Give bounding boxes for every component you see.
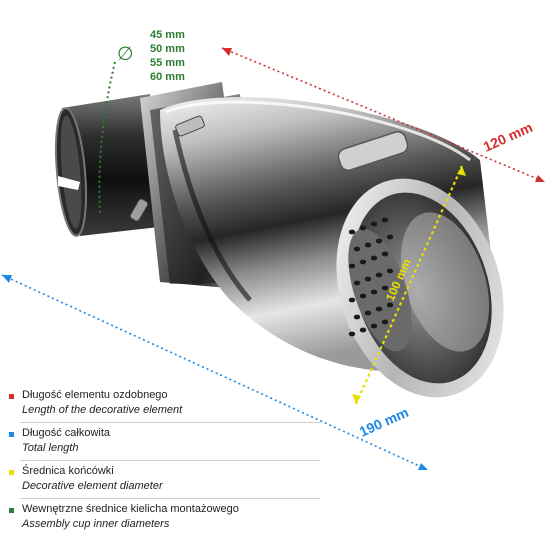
perforation-hole: [381, 251, 389, 257]
legend-divider: [20, 498, 320, 499]
perforation-hole: [353, 280, 361, 286]
red-arrow-start: [222, 48, 232, 56]
legend: Długość elementu ozdobnego Length of the…: [6, 388, 336, 536]
perforation-hole: [370, 221, 378, 227]
tip-mouth: [336, 178, 504, 398]
length-total-label: 190 mm: [357, 404, 411, 440]
legend-divider: [20, 422, 320, 423]
cup-diameter-item: 50 mm: [150, 43, 185, 55]
perforation-hole: [370, 323, 378, 329]
perforation-hole: [364, 276, 372, 282]
perforation-hole: [353, 314, 361, 320]
length-total-line: [1, 274, 429, 471]
legend-label-en: Decorative element diameter: [22, 480, 163, 492]
legend-item-total-length: Długość całkowita Total length: [6, 426, 336, 458]
tip-diameter-line: [354, 165, 464, 405]
perforation-hole: [364, 310, 372, 316]
cup-diameter-line: [98, 61, 116, 216]
legend-square-blue: [9, 432, 14, 437]
perforation-hole: [386, 234, 394, 240]
blue-arrow-start: [2, 275, 12, 283]
length-decorative-label: 120 mm: [481, 119, 535, 155]
legend-label-pl: Długość całkowita: [22, 427, 111, 439]
cup-diameter-item: 60 mm: [150, 71, 185, 83]
perforation-hole: [381, 285, 389, 291]
legend-divider: [20, 460, 320, 461]
legend-label-pl: Długość elementu ozdobnego: [22, 389, 168, 401]
cup-diameter-list: 45 mm 50 mm 55 mm 60 mm: [150, 28, 185, 84]
legend-item-cup-diameters: Wewnętrzne średnice kielicha montażowego…: [6, 502, 336, 534]
cup-diameter-item: 45 mm: [150, 29, 185, 41]
perforation-hole: [359, 225, 367, 231]
perforation-hole: [386, 302, 394, 308]
inlet-pipe: [54, 94, 168, 237]
cup-diameter-item: 55 mm: [150, 57, 185, 69]
legend-square-green: [9, 508, 14, 513]
yellow-arrow-start: [352, 394, 361, 404]
blue-arrow-end: [418, 463, 428, 470]
legend-label-en: Length of the decorative element: [22, 404, 183, 416]
legend-item-decorative-length: Długość elementu ozdobnego Length of the…: [6, 388, 336, 420]
diameter-symbol: ∅: [117, 43, 134, 65]
perforation-hole: [359, 293, 367, 299]
perforation-hole: [375, 272, 383, 278]
perforation-hole: [353, 246, 361, 252]
legend-label-en: Assembly cup inner diameters: [22, 518, 170, 530]
legend-item-tip-diameter: Średnica końcówki Decorative element dia…: [6, 464, 336, 496]
legend-label-pl: Średnica końcówki: [22, 465, 114, 477]
red-arrow-end: [535, 175, 545, 182]
legend-label-pl: Wewnętrzne średnice kielicha montażowego: [22, 503, 239, 515]
perforation-hole: [381, 319, 389, 325]
legend-square-red: [9, 394, 14, 399]
perforation-hole: [370, 255, 378, 261]
perforation-hole: [359, 327, 367, 333]
perforated-tube: [348, 217, 394, 337]
perforation-hole: [386, 268, 394, 274]
perforation-hole: [348, 263, 356, 269]
perforation-hole: [348, 297, 356, 303]
perforation-hole: [381, 217, 389, 223]
perforation-hole: [370, 289, 378, 295]
legend-square-yellow: [9, 470, 14, 475]
legend-label-en: Total length: [22, 442, 79, 454]
perforation-hole: [364, 242, 372, 248]
perforation-hole: [359, 259, 367, 265]
yellow-arrow-end: [457, 166, 466, 176]
perforation-hole: [375, 306, 383, 312]
dimension-lines: [1, 47, 546, 471]
perforation-hole: [348, 229, 356, 235]
perforation-hole: [375, 238, 383, 244]
perforation-hole: [348, 331, 356, 337]
length-decorative-line: [221, 47, 546, 183]
